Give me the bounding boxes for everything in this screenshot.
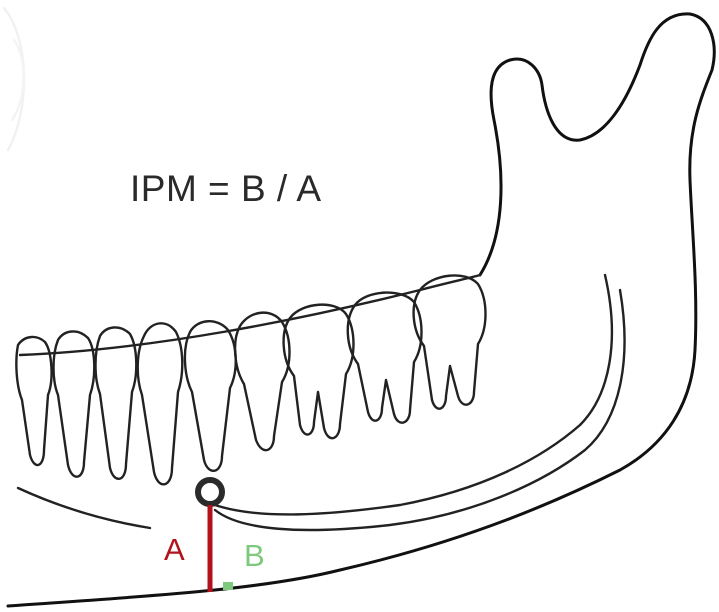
measurement-segment-b <box>223 582 233 590</box>
label-a: A <box>164 534 185 565</box>
background-decoration <box>4 8 24 150</box>
mandibular-canal-lower <box>215 290 625 530</box>
tooth-6 <box>235 313 289 451</box>
mandible-outline <box>8 14 714 606</box>
mental-foramen-marker <box>198 480 222 504</box>
tooth-1 <box>16 337 51 465</box>
tooth-9 <box>414 275 486 408</box>
alveolar-line <box>18 488 150 528</box>
teeth-row <box>16 275 485 484</box>
tooth-5 <box>185 321 236 471</box>
label-b: B <box>244 540 265 571</box>
tooth-7 <box>284 305 354 439</box>
tooth-4 <box>138 323 183 484</box>
tooth-8 <box>348 293 422 423</box>
ipm-formula: IPM = B / A <box>130 168 322 210</box>
